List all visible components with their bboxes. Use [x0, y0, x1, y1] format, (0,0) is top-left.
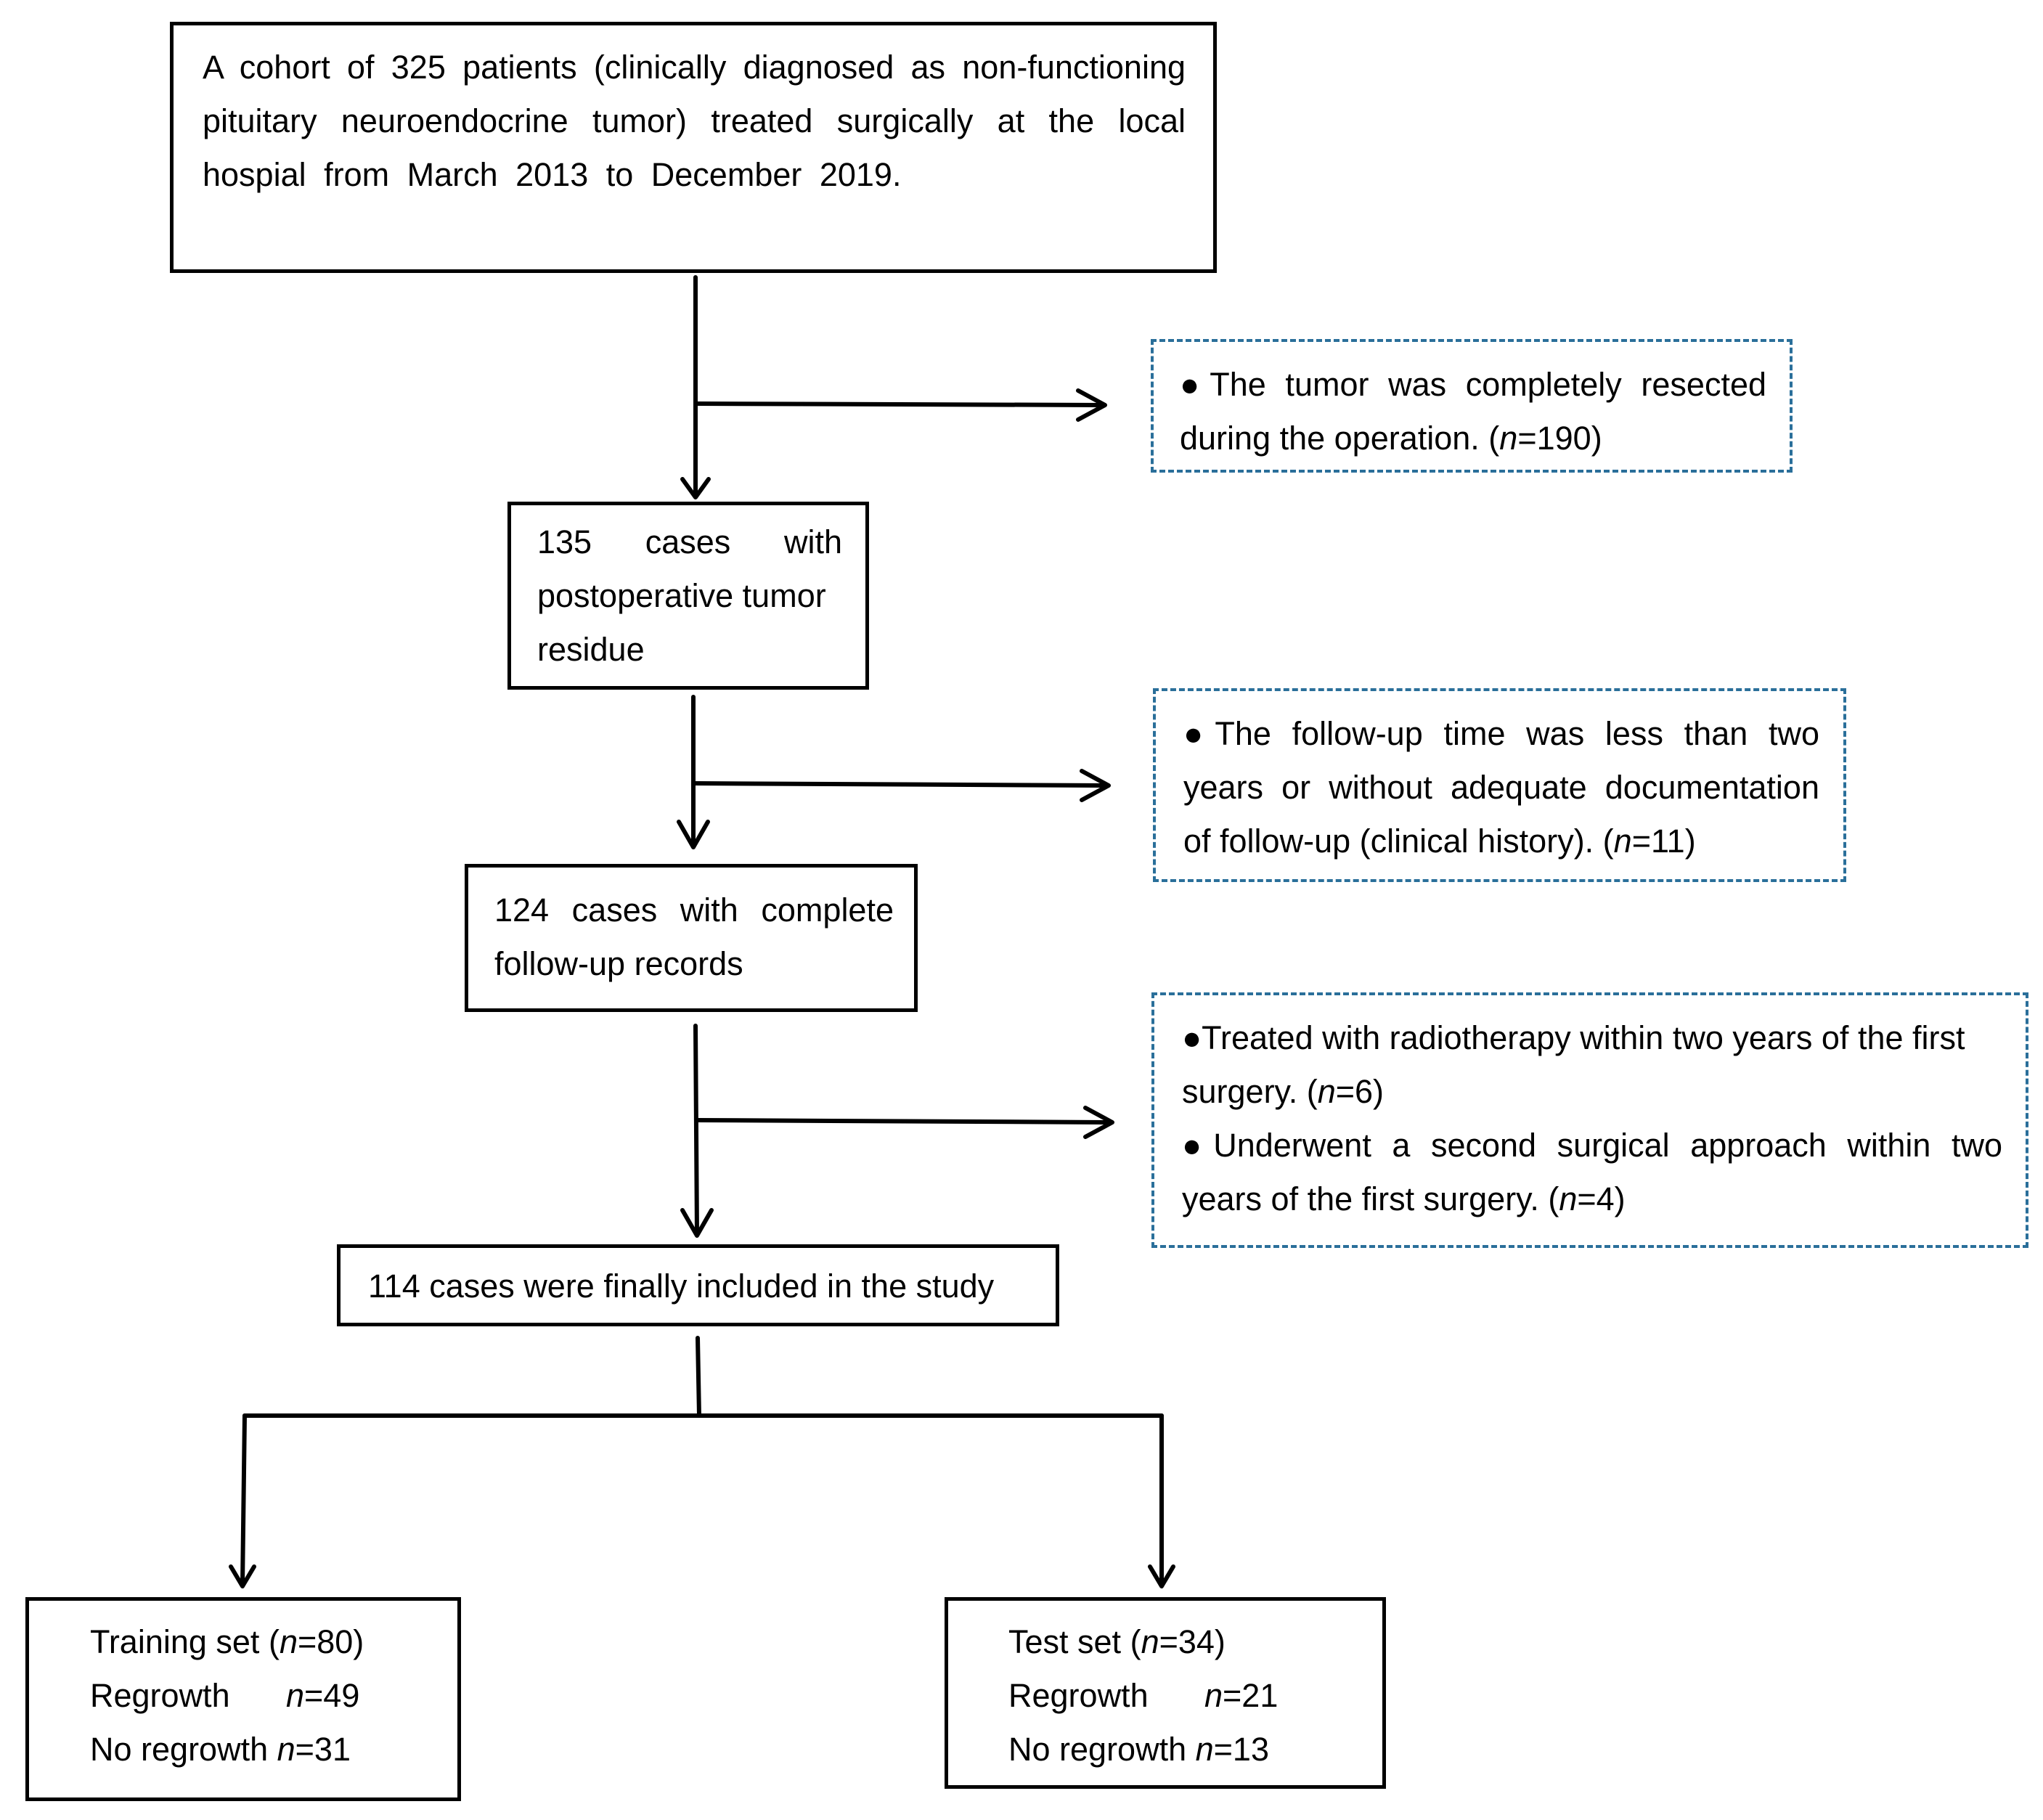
exclusion-box-follow-up: ●The follow-up time was less than two ye…: [1153, 688, 1846, 882]
exclusion-box-radiotherapy-surgery: ●Treated with radiotherapy within two ye…: [1151, 992, 2028, 1248]
arrowhead-test: [1148, 1564, 1175, 1588]
arrowhead-residue: [680, 477, 711, 499]
exclusion-1-line-2: during the operation. (n=190): [1180, 420, 1602, 457]
connector-to-training: [240, 1413, 247, 1587]
exclusion-3-line-4: years of the first surgery. (n=4): [1182, 1180, 1626, 1217]
arrowhead-exclusion-1: [1076, 388, 1107, 422]
exclusion-3-line-3: ●Underwent a second surgical approach wi…: [1182, 1127, 2002, 1164]
cohort-line-3: hospial from March 2013 to December 2019…: [203, 156, 902, 193]
residue-box: 135 cases with postoperative tumor resid…: [507, 502, 869, 690]
final-included-box: 114 cases were finally included in the s…: [337, 1244, 1059, 1326]
connector-complete-to-final: [693, 1024, 699, 1236]
final-label: 114 cases were finally included in the s…: [368, 1268, 995, 1305]
exclusion-2-line-3: of follow-up (clinical history). (n=11): [1183, 823, 1696, 860]
complete-line-1: 124 cases with complete: [494, 891, 894, 929]
cohort-box: A cohort of 325 patients (clinically dia…: [170, 22, 1217, 273]
exclusion-2-line-2: years or without adequate documentation: [1183, 769, 1819, 806]
exclusion-2-line-1: ●The follow-up time was less than two: [1183, 715, 1819, 752]
exclusion-3-line-1: ●Treated with radiotherapy within two ye…: [1182, 1019, 1965, 1056]
training-no-regrowth: No regrowth n=31: [90, 1731, 351, 1768]
exclusion-3-line-2: surgery. (n=6): [1182, 1073, 1385, 1110]
training-title: Training set (n=80): [90, 1623, 364, 1660]
test-no-regrowth: No regrowth n=13: [1008, 1731, 1269, 1768]
cohort-line-2: pituitary neuroendocrine tumor) treated …: [203, 102, 1186, 139]
arrowhead-complete: [677, 820, 710, 849]
arrowhead-exclusion-3: [1083, 1106, 1114, 1139]
exclusion-1-line-1: ●The tumor was completely resected: [1180, 366, 1766, 403]
connector-final-down: [696, 1336, 701, 1418]
residue-line-1: 135 cases with: [537, 523, 842, 560]
exclusion-box-complete-resection: ●The tumor was completely resected durin…: [1151, 339, 1793, 473]
arrowhead-exclusion-2: [1080, 769, 1111, 802]
arrowhead-final: [680, 1208, 714, 1238]
connector-to-exclusion-2: [691, 781, 1109, 788]
complete-records-box: 124 cases with complete follow-up record…: [465, 864, 918, 1012]
complete-line-2: follow-up records: [494, 945, 743, 982]
connector-to-exclusion-1: [693, 401, 1106, 407]
residue-line-3: residue: [537, 631, 645, 668]
test-title: Test set (n=34): [1008, 1623, 1226, 1660]
residue-line-2: postoperative tumor: [537, 577, 826, 614]
cohort-line-1: A cohort of 325 patients (clinically dia…: [203, 49, 1186, 86]
connector-to-exclusion-3: [695, 1118, 1113, 1125]
arrowhead-training: [229, 1564, 256, 1588]
